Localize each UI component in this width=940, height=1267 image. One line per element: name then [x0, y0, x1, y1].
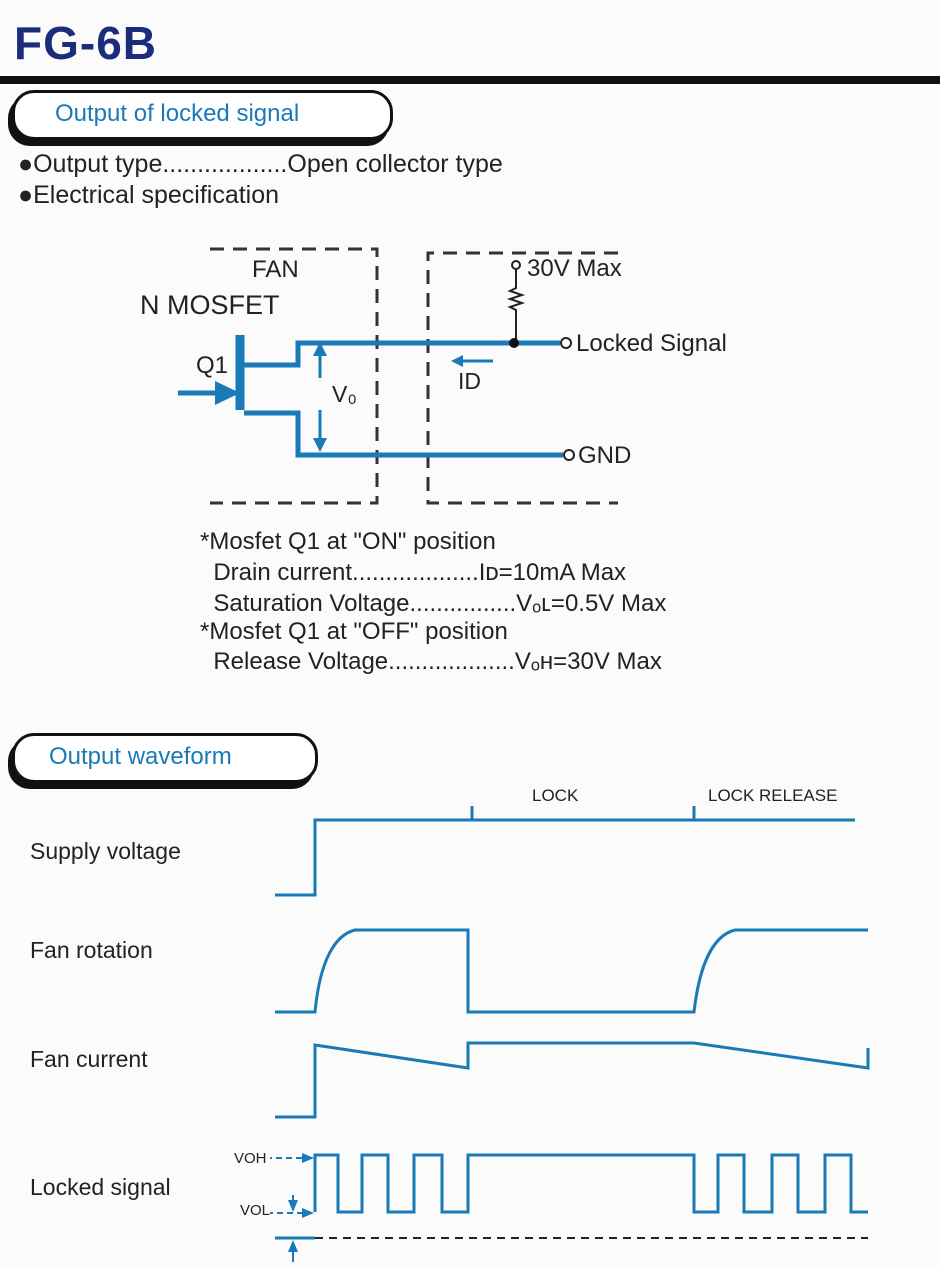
- fan-current-wave: [275, 1041, 870, 1119]
- note-off: *Mosfet Q1 at "OFF" position: [200, 618, 508, 645]
- section-heading-text: Output of locked signal: [55, 100, 300, 127]
- row-label-fan-current: Fan current: [30, 1046, 148, 1072]
- note-release: Release Voltage...................Vₒʜ=30…: [200, 648, 662, 675]
- q1-label: Q1: [196, 352, 228, 379]
- waveforms: [270, 806, 870, 1262]
- fan-label: FAN: [252, 256, 299, 283]
- row-label-locked-signal: Locked signal: [30, 1174, 171, 1200]
- fan-boundary: [210, 247, 379, 505]
- spec-electrical: ●Electrical specification: [18, 181, 280, 209]
- gnd-label: GND: [578, 442, 631, 469]
- gate-arrow-icon: [215, 381, 240, 405]
- mosfet-label: N MOSFET: [140, 290, 280, 320]
- note-saturation: Saturation Voltage................Vₒʟ=0.…: [200, 590, 667, 617]
- section-heading-locked-signal: Output of locked signal: [12, 90, 393, 140]
- section-heading-waveform: Output waveform: [12, 733, 318, 783]
- id-arrow-icon: [451, 355, 463, 367]
- external-boundary: [426, 251, 618, 505]
- arrowheads: [215, 342, 463, 452]
- row-label-supply-voltage: Supply voltage: [30, 838, 181, 864]
- resistor-icon: [506, 260, 575, 461]
- v0-label: V₀: [332, 381, 357, 407]
- header-rule: [0, 76, 940, 84]
- page-title: FG-6B: [14, 17, 157, 69]
- locked-signal-wave: [313, 1153, 868, 1214]
- circuit-diagram: [210, 247, 618, 505]
- voh-label: VOH: [234, 1150, 267, 1167]
- lock-label: LOCK: [532, 786, 579, 805]
- spec-output-type: ●Output type..................Open colle…: [18, 150, 503, 178]
- row-label-fan-rotation: Fan rotation: [30, 937, 153, 963]
- section-heading-text: Output waveform: [49, 743, 232, 770]
- note-on: *Mosfet Q1 at "ON" position: [200, 528, 496, 555]
- vol-label: VOL: [240, 1202, 270, 1219]
- id-label: ID: [458, 368, 481, 394]
- locked-signal-label: Locked Signal: [576, 330, 727, 357]
- supply-voltage-wave: [275, 806, 855, 897]
- supply-30v-label: 30V Max: [527, 255, 622, 282]
- fan-rotation-wave: [275, 928, 868, 1014]
- lock-release-label: LOCK RELEASE: [708, 786, 837, 805]
- note-drain-current: Drain current...................Iᴅ=10mA …: [200, 559, 627, 586]
